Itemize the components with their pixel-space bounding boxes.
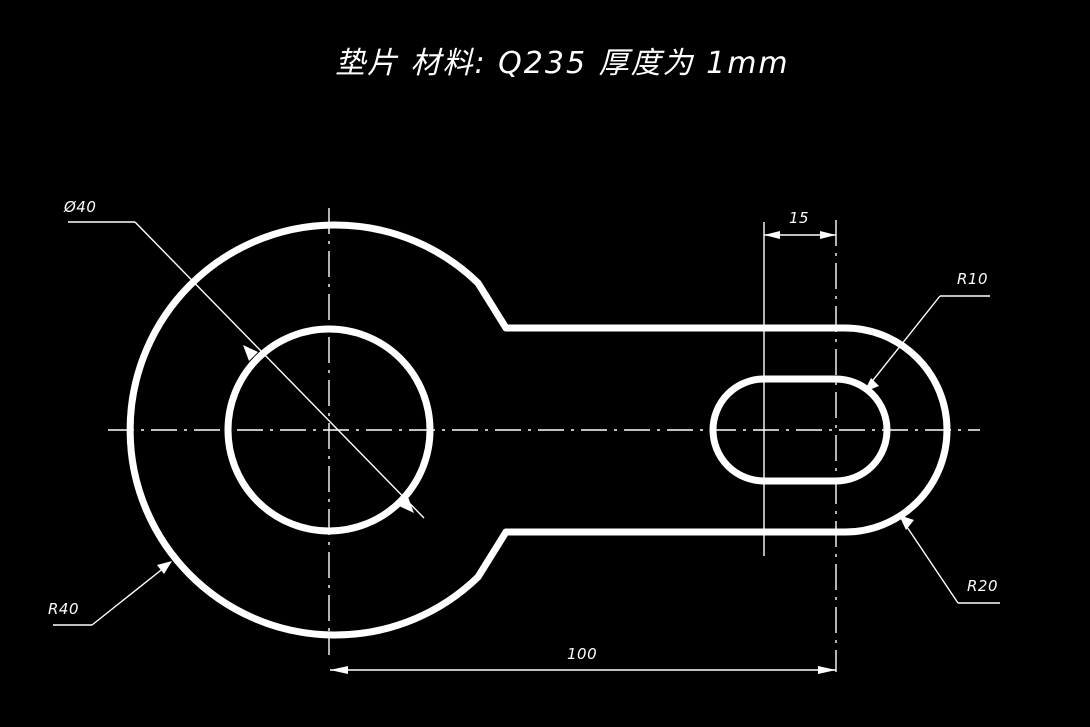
r40-leader-line (91, 562, 171, 626)
r20-arrow (899, 515, 914, 530)
dimension-label-15: 15 (789, 209, 810, 227)
dimension-label-100: 100 (567, 645, 598, 663)
part-outer-profile (126, 221, 951, 639)
r40-arrow (157, 561, 172, 574)
centerlines-group (108, 208, 980, 672)
dimension-r20-leader (899, 515, 1000, 604)
dimension-100-group (330, 666, 836, 674)
dimension-label-r40: R40 (48, 600, 80, 618)
dim100-arrow-right (818, 666, 836, 674)
dimension-r10-leader (864, 295, 990, 392)
drawing-title: 垫片 材料: Q235 厚度为 1mm (335, 46, 790, 81)
dimension-label-dia40: Ø40 (64, 198, 97, 216)
r20-leader-line (900, 517, 959, 604)
r10-arrow (864, 378, 879, 392)
dia40-leader-line (134, 221, 425, 519)
dimension-r40-leader (53, 561, 172, 626)
dimension-label-r20: R20 (967, 577, 999, 595)
dim100-arrow-left (330, 666, 348, 674)
dia40-arrow-lower (399, 497, 414, 513)
dim15-arrow-right (820, 231, 836, 239)
dimension-15-group (764, 231, 836, 239)
dimension-label-r10: R10 (957, 270, 989, 288)
r10-leader-line (865, 295, 941, 390)
dimension-dia40-leader (68, 221, 425, 519)
dia40-arrow-upper (243, 345, 258, 361)
dim15-arrow-left (764, 231, 780, 239)
